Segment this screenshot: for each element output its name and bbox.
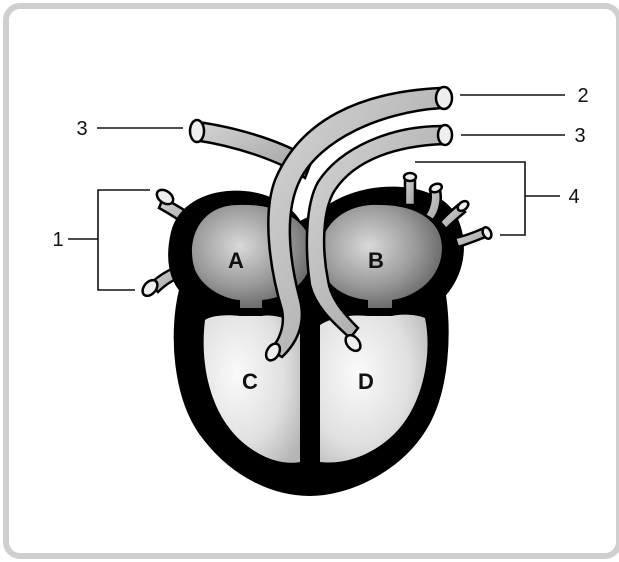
leader-lines (68, 94, 565, 291)
label-a: A (228, 248, 244, 273)
vessels-right (402, 171, 493, 249)
chamber-d (320, 314, 428, 463)
callout-1: 1 (52, 229, 63, 251)
label-b: B (368, 248, 384, 273)
callout-3-right: 3 (574, 125, 585, 147)
callout-2: 2 (577, 85, 588, 107)
label-d: D (358, 369, 374, 394)
callout-3-left: 3 (76, 118, 87, 140)
chamber-b (320, 204, 442, 308)
callout-4: 4 (568, 186, 579, 208)
vessel-to-chamber-d (305, 123, 454, 353)
label-c: C (242, 369, 258, 394)
vessels-left (141, 188, 200, 298)
vessel-to-chamber-c (264, 85, 454, 362)
